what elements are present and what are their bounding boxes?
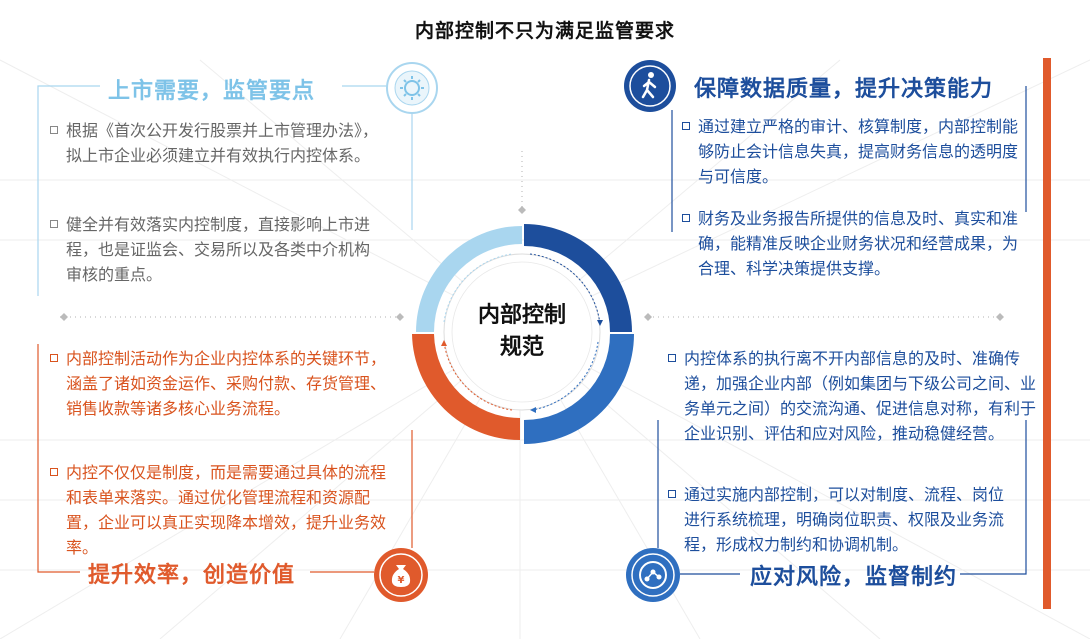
gear-lightbulb-icon bbox=[386, 62, 438, 114]
central-ring bbox=[412, 224, 634, 444]
list-item: 通过建立严格的审计、核算制度，内部控制能够防止会计信息失真，提高财务信息的透明度… bbox=[682, 114, 1022, 189]
bullet-icon bbox=[50, 126, 58, 134]
quadrant-title-bottom-left: 提升效率，创造价值 bbox=[88, 563, 296, 588]
page-title: 内部控制不只为满足监管要求 bbox=[414, 20, 675, 42]
list-item: 健全并有效落实内控制度，直接影响上市进程，也是证监会、交易所以及各类中介机构审核… bbox=[50, 212, 380, 287]
list-item: 财务及业务报告所提供的信息及时、真实和准确，能精准反映企业财务状况和经营成果，为… bbox=[682, 206, 1022, 281]
quadrant-title-top-right: 保障数据质量，提升决策能力 bbox=[694, 77, 994, 102]
bullet-icon bbox=[50, 220, 58, 228]
bullet-icon bbox=[682, 214, 690, 222]
bullet-icon bbox=[668, 354, 676, 362]
bullet-icon bbox=[50, 354, 58, 362]
bullet-icon bbox=[50, 468, 58, 476]
list-item: 通过实施内部控制，可以对制度、流程、岗位进行系统梳理，明确岗位职责、权限及业务流… bbox=[668, 482, 1018, 557]
center-label: 内部控制 规范 bbox=[477, 303, 566, 360]
quadrant-title-top-left: 上市需要，监管要点 bbox=[108, 79, 316, 104]
ring-segment-blue-bottom bbox=[524, 334, 634, 444]
right-accent-bar bbox=[1043, 58, 1051, 609]
list-item: 内控不仅仅是制度，而是需要通过具体的流程和表单来落实。通过优化管理流程和资源配置… bbox=[50, 460, 400, 560]
list-item: 内部控制活动作为企业内控体系的关键环节，涵盖了诸如资金运作、采购付款、存货管理、… bbox=[50, 346, 400, 421]
svg-text:¥: ¥ bbox=[398, 575, 405, 586]
bullet-icon bbox=[682, 122, 690, 130]
network-nodes-icon bbox=[626, 548, 680, 602]
ring-segment-light-blue bbox=[416, 226, 522, 332]
ring-segment-orange bbox=[412, 334, 520, 440]
ring-segment-dark-blue-top bbox=[524, 224, 632, 332]
person-walking-icon bbox=[624, 60, 676, 112]
quadrant-title-bottom-right: 应对风险，监督制约 bbox=[750, 565, 958, 590]
bullet-icon bbox=[668, 490, 676, 498]
money-bag-icon: ¥ bbox=[374, 548, 428, 602]
list-item: 根据《首次公开发行股票并上市管理办法》，拟上市企业必须建立并有效执行内控体系。 bbox=[50, 118, 380, 168]
list-item: 内控体系的执行离不开内部信息的及时、准确传递，加强企业内部（例如集团与下级公司之… bbox=[668, 346, 1048, 446]
